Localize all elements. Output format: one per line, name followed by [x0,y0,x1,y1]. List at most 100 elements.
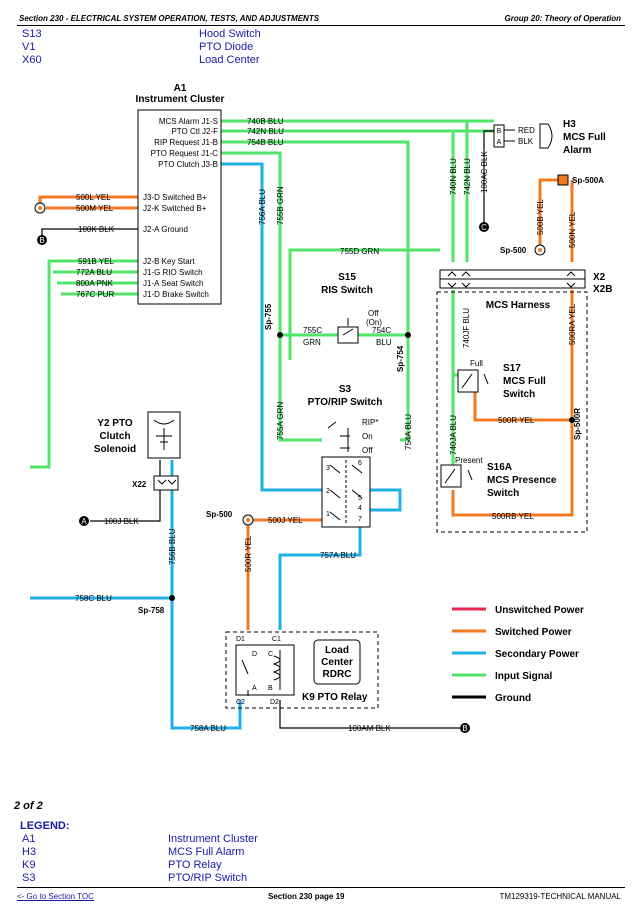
diagram-label: 6 [358,460,362,467]
diagram-label: BLK [518,137,534,146]
wire-755d [288,248,440,360]
diagram-label: B [268,685,273,692]
diagram-label: Clutch [99,431,130,442]
a1-name: Instrument Cluster [136,94,225,105]
diagram-shape: 740B BLU 742N BLU 754B BLU 500L YEL 500M… [76,117,284,299]
diagram-label: 3 [326,465,330,472]
h3-horn-icon [539,123,553,149]
wire-500ra [451,290,574,517]
diagram-label: A [252,685,257,692]
wire-756b [170,460,242,730]
diagram-label: Off [362,446,373,455]
diagram-label: 742N BLU [247,127,284,136]
diagram-label: B [39,236,44,245]
legend-code: S3 [22,872,36,884]
k9-relay-box [225,631,379,709]
legend-desc: PTO Diode [199,41,254,53]
h3-connector [493,124,505,148]
diagram-label: PTO Request J1-C [151,149,219,158]
diagram-label: 500R YEL [498,416,535,425]
legend-code: H3 [22,846,37,858]
diagram-shape: MCS Alarm J1-S PTO Ctl J2-F RIP Request … [151,117,219,169]
diagram-label: D1 [236,636,245,643]
diagram-label: Secondary Power [495,649,579,660]
diagram-label: J2-K Switched B+ [143,204,207,213]
diagram-shape [235,644,295,696]
diagram-label: (On) [366,318,382,327]
diagram-shape [444,468,473,484]
legend-title: LEGEND: [20,820,70,832]
diagram-shape [277,332,283,338]
sp-500a-marker [557,174,569,186]
legend-desc: Load Center [199,54,260,66]
s16a-switch-icon [440,464,462,488]
diagram-label: Solenoid [94,444,136,455]
diagram-label: Unswitched Power [495,605,584,616]
diagram-shape [169,595,175,601]
diagram-shape: 6 3 2 1 5 4 7 [326,460,362,523]
diagram-label: Full [470,359,483,368]
diagram-label: X2B [593,284,612,295]
diagram-label: 755C [303,326,322,335]
diagram-label: Y2 PTO [97,418,133,429]
wire-500b [538,178,558,250]
diagram-label: 767C PUR [76,290,114,299]
diagram-label: Sp-500 [500,246,527,255]
diagram-label: C2 [236,699,245,706]
diagram-label: MCS Full [503,376,546,387]
legend-code: V1 [22,41,36,53]
section-title: Section 230 - ELECTRICAL SYSTEM OPERATIO… [19,14,320,23]
diagram-label: 756A BLU [258,189,267,225]
footer-rule [17,887,625,888]
diagram-shape [538,248,542,252]
legend-code: A1 [22,833,36,845]
diagram-label: 756B BLU [168,528,177,565]
diagram-label: 500R YEL [244,535,253,572]
diagram-label: RIP* [362,418,378,427]
diagram-label: Sp-755 [264,303,273,330]
node-a [79,516,89,526]
diagram-label: Switch [503,389,535,400]
diagram-label: Present [455,456,483,465]
diagram-label: B [497,128,502,135]
wire-754b [221,140,410,442]
legend-desc: Instrument Cluster [168,833,258,845]
diagram-label: Input Signal [495,671,552,682]
diagram-label: 754C [372,326,391,335]
diagram-label: MCS Alarm J1-S [159,117,218,126]
diagram-label: 500N YEL [568,211,577,248]
diagram-label: GRN [303,338,321,347]
diagram-label: S15 [338,272,356,283]
a1-id: A1 [174,83,187,94]
group-title: Group 20: Theory of Operation [504,14,621,23]
legend-desc: MCS Full Alarm [168,846,245,858]
diagram-label: MCS Full [563,132,606,143]
diagram-shape [461,373,489,389]
diagram-shape [157,479,177,485]
mcs-harness-box [436,291,588,533]
diagram-shape [447,271,576,277]
page-number: Section 230 page 19 [268,892,345,901]
diagram-label: RDRC [323,669,352,680]
diagram-shape [342,318,354,336]
legend-desc: PTO Relay [168,859,222,871]
diagram-label: 755B GRN [276,186,285,225]
diagram-label: 500L YEL [76,193,111,202]
wire-740jf [451,290,460,377]
diagram-label: 754B BLU [247,138,284,147]
diagram-label: J1-D Brake Switch [143,290,209,299]
legend-desc: PTO/RIP Switch [168,872,248,884]
diagram-label: Load [325,645,349,656]
diagram-label: Sp-500A [572,176,604,185]
diagram-label: 2 [326,488,330,495]
diagram-label: 772A BLU [76,268,112,277]
diagram-label: 500M YEL [76,204,114,213]
diagram-label: 100AM BLK [348,724,391,733]
diagram-label: Off [368,309,379,318]
toc-link[interactable]: <- Go to Section TOC [17,892,94,901]
diagram-label: Switched Power [495,627,572,638]
diagram-label: H3 [563,119,576,130]
diagram-label: Sp-754 [396,345,405,372]
diagram-label: Sp-500 [206,510,233,519]
legend-code: K9 [22,859,36,871]
